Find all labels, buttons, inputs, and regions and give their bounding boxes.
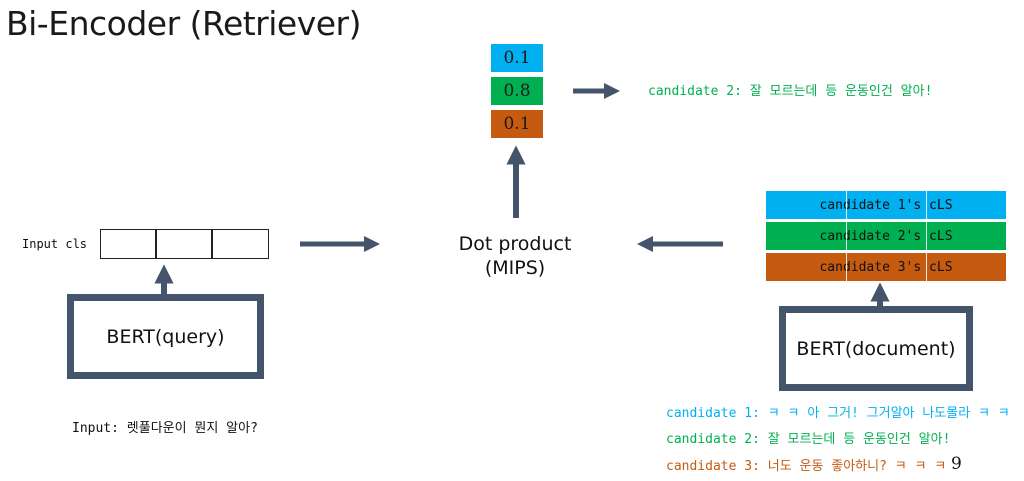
cls-cell (212, 229, 269, 259)
slide-title: Bi-Encoder (Retriever) (6, 4, 362, 43)
candidate-1-text: candidate 1: ㅋ ㅋ 아 그거! 그거알아 나도몰라 ㅋ ㅋ (666, 406, 1010, 421)
candidate-cls-label: candidate 2's cLS (819, 228, 953, 244)
candidate-cls-label: candidate 1's cLS (819, 197, 953, 213)
dot-product-line2: (MIPS) (484, 257, 546, 279)
candidate-3-text: candidate 3: 너도 운동 좋아하니? ㅋ ㅋ ㅋ (666, 459, 947, 474)
candidate-2-text: candidate 2: 잘 모르는데 등 운동인건 알아! (666, 432, 951, 447)
input-query-text: Input: 렛풀다운이 뭔지 알아? (72, 421, 258, 436)
candidate-cls-bar-2: candidate 2's cLS (766, 222, 1006, 250)
candidate-cls-bar-1: candidate 1's cLS (766, 191, 1006, 219)
candidate-cls-bar-3: candidate 3's cLS (766, 253, 1006, 281)
bert-document-box: BERT(document) (779, 306, 973, 391)
score-cell-1: 0.1 (491, 44, 543, 72)
input-cls-label: Input cls (22, 237, 88, 251)
cls-cell (100, 229, 156, 259)
dot-product-line1: Dot product (458, 233, 572, 255)
score-cell-3: 0.1 (491, 110, 543, 138)
input-cls-vector (100, 229, 269, 259)
dot-product-label: Dot product (MIPS) (430, 232, 600, 280)
top-candidate-text: candidate 2: 잘 모르는데 등 운동인건 알아! (648, 84, 933, 99)
bert-query-label: BERT(query) (106, 325, 225, 348)
bert-query-box: BERT(query) (67, 294, 264, 379)
cls-cell (156, 229, 212, 259)
candidate-cls-label: candidate 3's cLS (819, 259, 953, 275)
score-cell-2: 0.8 (491, 77, 543, 105)
page-number: 9 (951, 454, 962, 474)
bert-document-label: BERT(document) (796, 337, 956, 360)
